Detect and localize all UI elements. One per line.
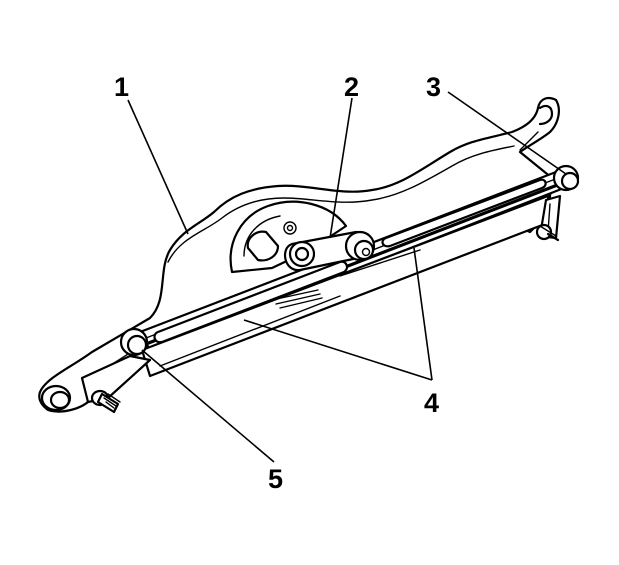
callout-4: 4 (424, 388, 439, 418)
callout-5: 5 (268, 464, 283, 494)
right-pivot-bushing (552, 164, 580, 192)
motor-mount-disc (229, 200, 348, 274)
right-mounting-bracket (535, 194, 562, 242)
left-pivot-bushing (119, 327, 149, 357)
leader-5 (141, 349, 275, 463)
leader-lines (127, 91, 567, 463)
callout-2: 2 (344, 72, 359, 102)
callout-1: 1 (114, 72, 129, 102)
leader-3 (447, 91, 567, 175)
center-pivot-bushing (344, 230, 376, 262)
leader-4b (413, 247, 433, 381)
leader-2 (329, 97, 353, 239)
leader-4a (243, 319, 433, 381)
callout-3: 3 (426, 72, 441, 102)
leader-1 (127, 99, 189, 235)
left-mounting-bracket (40, 354, 152, 414)
